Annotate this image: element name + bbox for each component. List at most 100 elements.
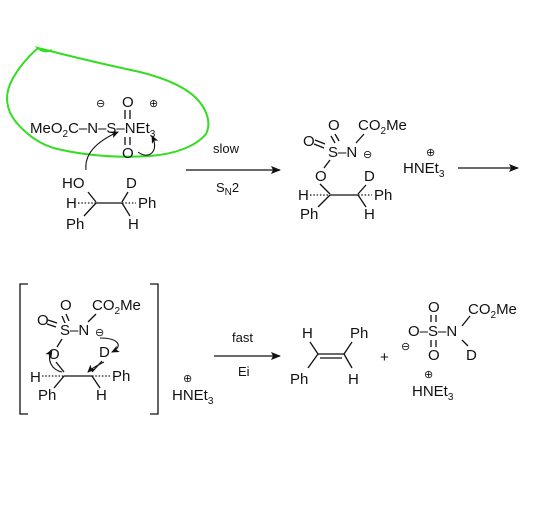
alkene-ph-bottom: Ph [290,371,308,388]
substrate-ph-left: Ph [66,216,84,233]
counterion-1-plus: ⊕ [426,147,435,159]
intermediate-so-double-b [330,135,336,144]
alkene-bond-c2-ph [343,341,353,355]
intermediate-so-double-a [334,133,340,142]
ts-bond-s-o [56,338,63,348]
intermediate-s-n-row: S–N [328,144,357,161]
substrate-bond-c2-h [121,202,131,217]
ts-s-n-row: S–N [60,322,89,339]
substrate-bond-c2-d [121,191,129,203]
reagent: ⊖ O ⊕ MeO2C–N–S–NEt3 O [30,94,159,162]
counterion-3: ⊕ HNEt3 [412,369,454,403]
intermediate-oxygen-left: O [303,133,315,150]
intermediate-so-double-left-b [313,143,325,149]
ts-oxygen-top: O [60,297,72,314]
curly-arrow-sn-bond-break [137,135,159,156]
alkene-bond-h-c1 [309,341,319,355]
byproduct-oxygen-top: O [428,299,440,316]
step1-arrow-group: slow SN2 [186,141,281,198]
reagent-oxygen-top: O [122,94,134,111]
intermediate-ring-oxygen: O [315,168,327,185]
alkene-ph-top: Ph [350,325,368,342]
byproduct-bond-n-co2me [461,315,471,327]
intermediate-bond-s-o [323,159,331,169]
byproduct-minus-charge: ⊖ [401,341,410,353]
intermediate-deuterium: D [364,168,375,185]
ts-bond-n-co2me [87,313,97,323]
substrate-h-left: H [66,195,77,212]
counterion-1: ⊕ HNEt3 [403,147,445,180]
intermediate-bond-c1-ph [317,194,331,208]
ts-so-double-left-b [46,323,57,328]
intermediate: O CO2Me O S–N ⊖ O D H Ph Ph H [298,117,407,223]
counterion-2-formula: HNEt3 [172,387,214,407]
byproduct-row: O–S–N [408,323,457,340]
byproduct: O CO2Me O–S–N ⊖ O D [401,299,517,364]
step2-arrow-group: fast Ei [214,330,281,379]
ts-curly-arrow-c-o-break [45,349,63,373]
ts-h-left: H [30,369,41,386]
counterion-3-formula: HNEt3 [412,383,454,403]
byproduct-co2me: CO2Me [468,301,517,321]
ts-deuterium: D [99,344,110,361]
intermediate-so-double-left-a [314,139,326,145]
ts-bond-c1-ph [53,375,65,389]
intermediate-bond-c2-d [357,184,367,195]
alkene-h-top: H [302,325,313,342]
substrate: HO D H Ph Ph H [62,131,156,233]
ts-bond-c2-d [91,360,103,373]
step1-label-top: slow [213,141,240,156]
byproduct-oxygen-bottom: O [428,347,440,364]
transition-state: O CO2Me O S–N ⊖ O D H Ph Ph H [19,283,159,415]
plus-sign: + [380,349,389,366]
counterion-2: ⊕ HNEt3 [172,373,214,407]
intermediate-bond-n-co2me [355,133,365,144]
intermediate-ph-right: Ph [374,187,392,204]
alkene-bond-c1-ph [307,353,319,369]
substrate-ph-right: Ph [138,195,156,212]
ts-so-double-left-a [47,319,58,324]
ts-bracket-left [19,283,28,415]
ts-minus-charge: ⊖ [95,327,104,339]
step2-label-top: fast [232,330,253,345]
substrate-bond-c1-ph [83,202,97,217]
ts-bond-c2-h [91,375,101,389]
counterion-3-plus: ⊕ [424,369,433,381]
step2-label-bottom: Ei [238,364,250,379]
reagent-formula: MeO2C–N–S–NEt3 [30,120,156,140]
alkene-product: H Ph Ph H [290,325,368,388]
alkene-h-bottom: H [348,371,359,388]
intermediate-h-left: H [298,187,309,204]
ts-so-double-b [61,315,66,324]
ts-curly-arrow-d-c-bond [87,361,105,373]
byproduct-deuterium: D [466,347,477,364]
ts-ring-oxygen: O [48,346,60,363]
curly-arrow-o-attack [85,131,119,171]
ts-bracket-right [150,283,159,415]
ts-ph-right: Ph [112,368,130,385]
reagent-minus-charge: ⊖ [96,98,105,110]
highlight-loop [6,46,210,158]
intermediate-minus-charge: ⊖ [363,149,372,161]
substrate-h-bottom: H [128,216,139,233]
intermediate-oxygen-top: O [328,117,340,134]
reagent-plus-charge: ⊕ [149,98,158,110]
intermediate-bond-c2-h [357,194,367,208]
ts-bond-o-c1 [55,361,65,373]
substrate-ho: HO [62,175,85,192]
ts-h-bottom: H [96,387,107,404]
ts-so-double-a [65,313,70,322]
intermediate-co2me: CO2Me [358,117,407,137]
intermediate-ph-left: Ph [300,206,318,223]
counterion-1-formula: HNEt3 [403,160,445,180]
counterion-2-plus: ⊕ [183,373,192,385]
substrate-bond-o-c1 [87,191,97,203]
ts-ph-left: Ph [38,387,56,404]
intermediate-bond-o-c1 [319,183,331,195]
ts-co2me: CO2Me [92,297,141,317]
byproduct-bond-n-d [461,339,469,347]
intermediate-h-bottom: H [364,206,375,223]
reagent-oxygen-bottom: O [122,145,134,162]
step1-label-bottom: SN2 [216,180,239,198]
